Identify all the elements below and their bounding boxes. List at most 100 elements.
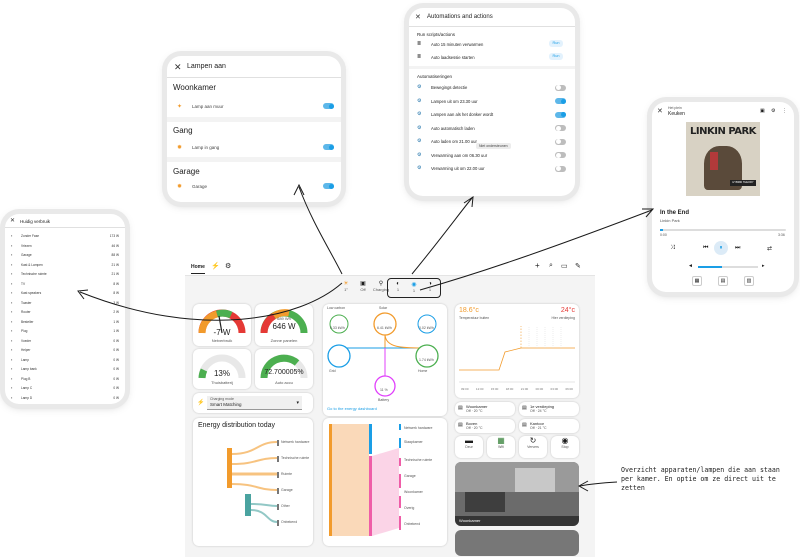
volume-icon[interactable]: ◄ [688, 263, 693, 269]
toggle-garage[interactable] [323, 183, 334, 189]
run-script-button[interactable]: Run [549, 53, 563, 60]
assist-icon[interactable]: ▭ [561, 263, 568, 270]
distribution-sankey [227, 440, 279, 526]
plug-icon: ▪ [11, 337, 13, 343]
automation-toggle[interactable] [555, 125, 566, 131]
automation-icon: ⚙ [417, 138, 422, 144]
tab-home[interactable]: Home [191, 264, 205, 274]
chip-sun[interactable]: ☀ 1° [337, 280, 355, 292]
car-icon: ▬ [465, 436, 473, 445]
climate-woonkamer[interactable]: ▤ Woonkamer Off · 20 °C [455, 402, 515, 416]
button-ververs[interactable]: ↻ Ververs [519, 436, 547, 458]
volume-up-icon[interactable]: ▸ [762, 263, 765, 269]
charging-mode-select[interactable]: ⚡ Charging mode Smart Matching ▾ [193, 393, 313, 413]
gauge-thuisbatterij[interactable]: 13% Thuisbatterij [193, 349, 251, 389]
close-icon[interactable]: ✕ [10, 218, 16, 224]
camera-woonkamer[interactable]: Woonkamer [455, 462, 579, 526]
automation-icon: ⚙ [417, 97, 422, 104]
chip-bulb[interactable]: ◑ 1 [423, 281, 437, 292]
search-icon[interactable]: ⌕ [549, 262, 553, 269]
highlighted-chips: ◐ 1 ◉ 1 ◑ 1 [387, 278, 441, 298]
plug-icon: ▪ [11, 328, 13, 333]
chip-car[interactable]: ▣ Off [355, 280, 371, 292]
climate-boven[interactable]: ▤ Boven Off · 20 °C [455, 419, 515, 433]
toggle-lamp-in-gang[interactable] [323, 144, 334, 150]
shuffle-icon[interactable]: ⤨ [670, 245, 675, 251]
automation-toggle[interactable] [555, 84, 566, 91]
climate-1e-verdieping[interactable]: ▤ 1e verdieping Off · 24 °C [519, 402, 579, 416]
temperature-x-axis: 09:00 12:00 15:00 18:00 21:00 00:00 03:0… [461, 387, 573, 391]
close-icon[interactable]: ✕ [174, 62, 182, 72]
dashboard-toolbar: Home ⚡ ⚙ + ⌕ ▭ ✎ [185, 258, 595, 276]
previous-icon[interactable]: ⏮ [703, 245, 709, 251]
volume-slider[interactable] [698, 266, 758, 268]
bulb-icon: ✹ [177, 184, 183, 190]
automation-icon: ⚙ [417, 84, 422, 90]
gauge-auto-accu[interactable]: 72.700005% Auto accu [255, 349, 313, 389]
gauge-netverbruik[interactable]: -7 W Netverbruik [193, 304, 251, 346]
edit-icon[interactable]: ✎ [575, 263, 581, 270]
group-icon[interactable]: ▣ [760, 108, 765, 114]
plug-icon: ▪ [11, 261, 13, 267]
camera-second[interactable] [455, 530, 579, 556]
climate-kantoor[interactable]: ▤ Kantoor Off · 21 °C [519, 419, 579, 433]
button-stop[interactable]: ◉ Stop [551, 436, 579, 458]
run-script-button[interactable]: Run [549, 40, 563, 47]
automation-label: Verwarming uit om 22.00 uur [431, 166, 485, 171]
button-deur[interactable]: ▬ Deur [455, 436, 483, 458]
tab-devices-icon[interactable]: ⚙ [225, 263, 232, 270]
close-icon[interactable]: ✕ [415, 14, 421, 21]
automation-toggle[interactable] [555, 138, 566, 145]
plug-icon: ▪ [11, 233, 13, 238]
automation-toggle[interactable] [555, 165, 566, 172]
pause-button[interactable]: ⏸ [714, 241, 728, 255]
browse-icon[interactable]: ▥ [744, 276, 754, 286]
more-icon[interactable]: ⋮ [782, 108, 787, 114]
chip-media[interactable]: ◉ 1 [407, 281, 421, 293]
automation-toggle[interactable] [555, 98, 566, 104]
automation-toggle[interactable] [555, 152, 566, 158]
plug-icon: ▪ [11, 242, 13, 248]
speaker-group-icon[interactable]: ▦ [692, 276, 702, 286]
media-progress[interactable] [660, 229, 786, 231]
next-icon[interactable]: ⏭ [735, 245, 741, 251]
add-icon[interactable]: + [535, 261, 540, 270]
script-icon: ≣ [417, 54, 422, 60]
tab-energy-icon[interactable]: ⚡ [211, 263, 220, 270]
energy-dashboard-link[interactable]: Go to the energy dashboard [327, 406, 377, 411]
gauge-zonnepanelen[interactable]: 689 Wh 646 W Zonne panelen [255, 304, 313, 346]
thermostat-icon: ▤ [522, 422, 527, 428]
chip-lamp[interactable]: ◐ 1 [391, 281, 405, 292]
floor-lamp-icon: ✦ [177, 104, 183, 110]
gear-icon[interactable]: ⚙ [771, 108, 776, 114]
media-icon: ◉ [411, 282, 417, 288]
button-wifi[interactable]: ▦ Wifi [487, 436, 515, 458]
repeat-icon[interactable]: ⇄ [767, 246, 773, 252]
chevron-down-icon: ▾ [296, 400, 299, 406]
chip-plug[interactable]: ⚲ Charging [372, 281, 390, 292]
automation-icon: ⚙ [417, 151, 422, 158]
close-icon[interactable]: ✕ [657, 108, 663, 115]
queue-icon[interactable]: ▤ [718, 276, 728, 286]
toggle-lamp-aan-muur[interactable] [323, 103, 334, 109]
automation-toggle[interactable] [555, 111, 566, 118]
lampen-aan-dialog: ✕ Lampen aan Woonkamer ✦ Lamp aan muur G… [167, 56, 341, 202]
